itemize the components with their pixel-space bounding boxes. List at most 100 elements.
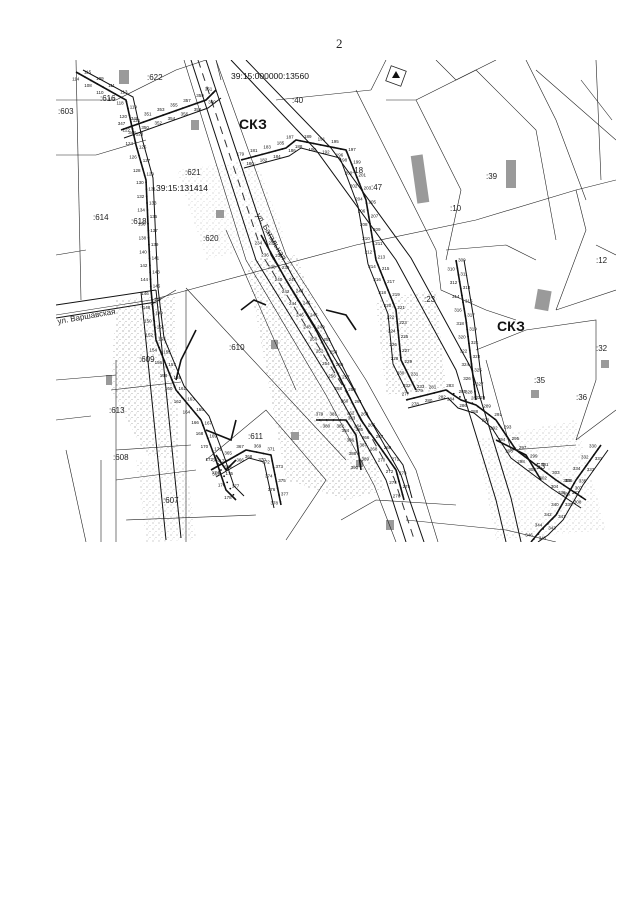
survey-point (467, 335, 469, 338)
survey-point (273, 257, 275, 260)
survey-point-label: 220 (384, 303, 392, 308)
survey-point (330, 360, 333, 362)
survey-point (145, 188, 148, 191)
survey-point-label: 139 (151, 242, 159, 247)
survey-point (165, 366, 168, 368)
survey-point (271, 460, 274, 462)
survey-point-label: 237 (275, 253, 283, 258)
survey-point (299, 139, 301, 142)
parcel-label: :621 (185, 168, 201, 177)
survey-point (141, 168, 144, 170)
survey-point-label: 205 (369, 200, 377, 205)
survey-point-label: 154 (150, 347, 158, 352)
survey-point (143, 174, 146, 177)
survey-point (147, 229, 150, 232)
survey-point-label: 266 (362, 435, 370, 440)
survey-point-label: 358 (194, 107, 202, 112)
survey-point (563, 484, 565, 487)
parcel-label: :36 (576, 393, 588, 402)
map-canvas[interactable]: 1141151081091101111121131181191201211221… (56, 60, 616, 542)
survey-point-label: 192 (322, 150, 330, 155)
parcel-label: :610 (229, 343, 245, 352)
survey-point-label: 380 (323, 424, 331, 429)
parcel-label: :18 (352, 166, 364, 175)
survey-point-label: 273 (399, 470, 407, 475)
survey-point-label: 346 (525, 533, 533, 538)
survey-point-label: 280 (425, 398, 433, 403)
survey-point-label: 146 (141, 291, 149, 296)
survey-point (206, 437, 209, 439)
survey-point (149, 285, 152, 287)
survey-point (593, 454, 595, 456)
survey-point (397, 329, 399, 332)
survey-point (145, 181, 147, 184)
survey-point-label: 114 (72, 76, 80, 81)
survey-point (433, 392, 436, 394)
survey-point-label: 124 (126, 141, 134, 146)
survey-point (399, 356, 402, 359)
survey-point (339, 378, 342, 381)
survey-point (373, 438, 376, 441)
survey-point-label: 214 (368, 264, 376, 269)
point-labels: 1141151081091101111121131181191201211221… (72, 69, 603, 540)
survey-point (498, 423, 500, 426)
survey-point (349, 426, 352, 428)
survey-point (268, 151, 270, 154)
survey-point-label: 262 (347, 411, 355, 416)
survey-point-label: 351 (144, 112, 152, 117)
survey-point-label: 286 (459, 403, 467, 408)
survey-point-label: 390 (351, 465, 359, 470)
survey-point (223, 475, 226, 478)
survey-point (446, 389, 449, 392)
survey-point (537, 533, 540, 535)
survey-point-label: 297 (519, 445, 527, 450)
survey-point (149, 264, 151, 267)
survey-point-label: 381 (330, 412, 338, 417)
survey-point-label: 191 (318, 137, 326, 142)
survey-point (315, 329, 317, 331)
survey-point (580, 471, 583, 473)
survey-point (551, 517, 554, 520)
survey-point (134, 141, 137, 144)
survey-point (399, 350, 401, 352)
survey-point (136, 123, 138, 126)
survey-point-label: 383 (348, 415, 356, 420)
survey-point-label: 361 (205, 86, 213, 91)
survey-point (230, 457, 233, 460)
survey-point-label: 298 (517, 459, 525, 464)
survey-point (477, 405, 480, 408)
survey-point-label: 181 (250, 148, 258, 153)
survey-point (358, 182, 361, 185)
survey-point-label: 371 (267, 447, 275, 452)
survey-point-label: 292 (490, 425, 498, 430)
survey-point (311, 323, 314, 325)
survey-point (146, 202, 148, 204)
survey-point-label: 254 (322, 361, 330, 366)
survey-point-label: 304 (551, 484, 559, 489)
main-street (183, 60, 522, 542)
survey-point-label: 342 (544, 512, 552, 517)
survey-point (148, 243, 150, 246)
parcel-label: :35 (534, 376, 546, 385)
survey-point (146, 209, 149, 211)
survey-point-label: 277 (402, 391, 410, 396)
survey-point (151, 299, 153, 301)
survey-point-label: 121 (133, 118, 141, 123)
survey-point-label: 215 (382, 266, 390, 271)
survey-point (369, 222, 371, 225)
survey-point-label: 162 (174, 399, 182, 404)
survey-point-label: 156 (155, 360, 163, 365)
survey-point-label: 323 (473, 354, 481, 359)
survey-point (573, 482, 575, 485)
survey-point-label: 345 (539, 536, 547, 541)
survey-point-label: 187 (286, 135, 294, 140)
survey-point (411, 381, 414, 384)
survey-point (173, 385, 176, 388)
survey-point (150, 292, 153, 294)
survey-point-label: 231 (411, 371, 419, 376)
survey-point-label: 109 (96, 76, 104, 81)
survey-point-label: 233 (417, 384, 425, 389)
survey-point (318, 419, 321, 421)
survey-point (569, 488, 572, 491)
